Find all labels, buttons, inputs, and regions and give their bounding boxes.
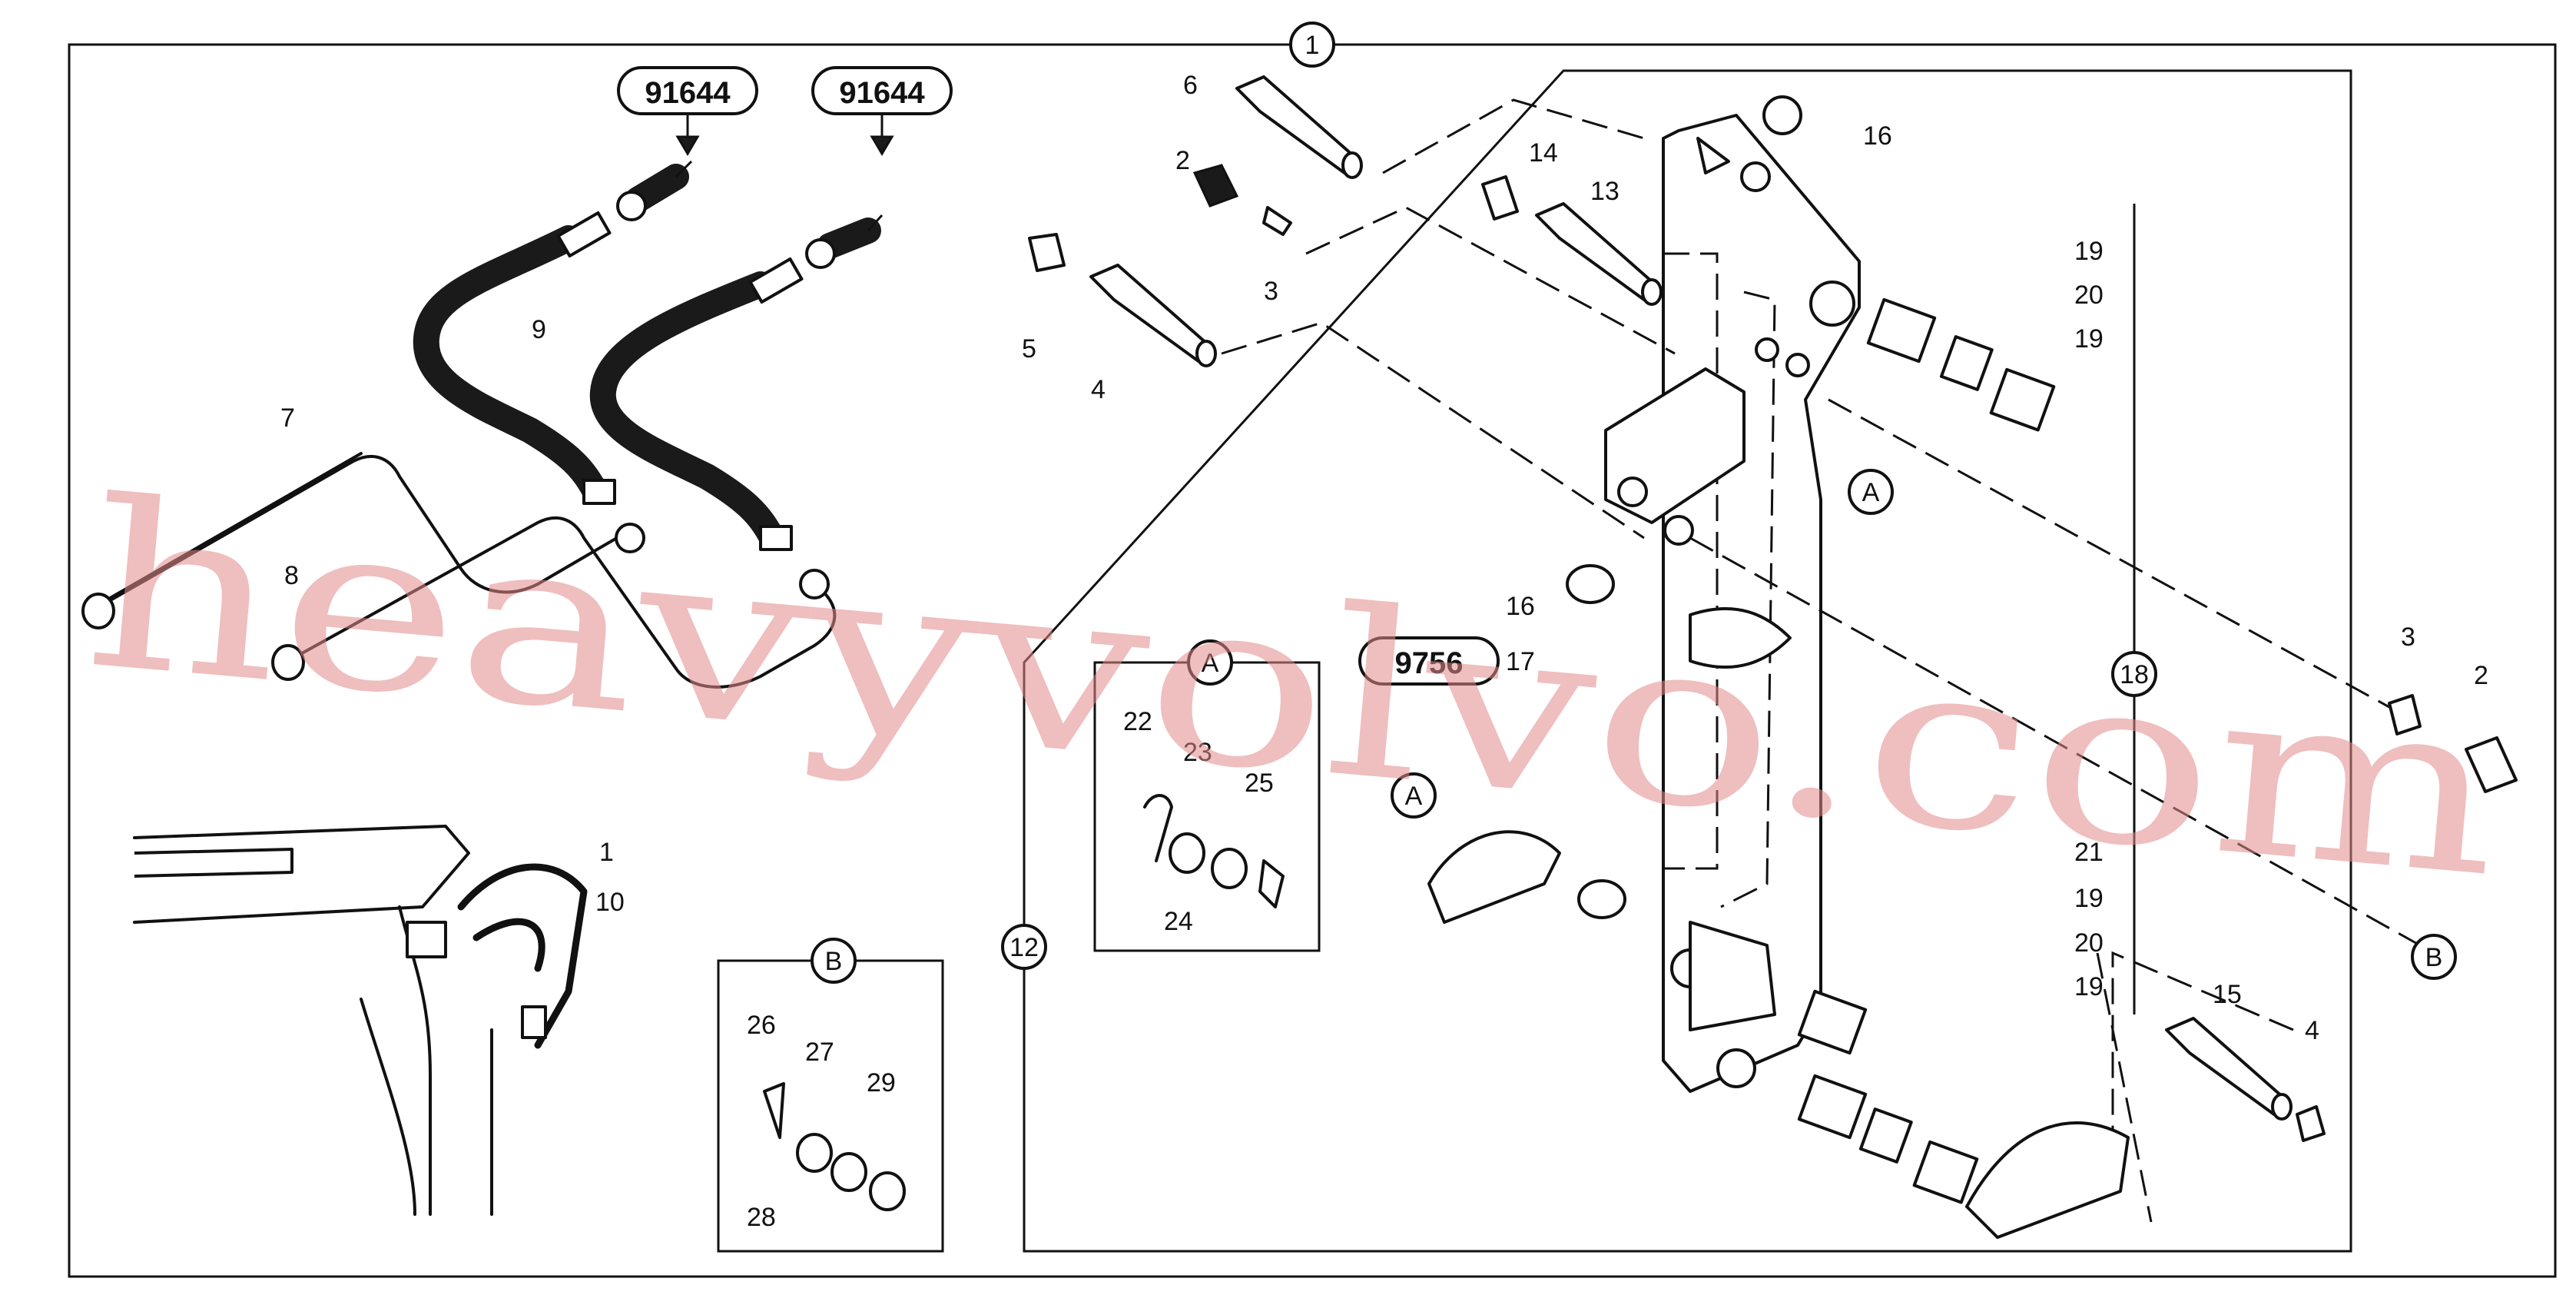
svg-text:6: 6 [1183, 71, 1198, 100]
svg-text:22: 22 [1123, 707, 1152, 736]
svg-text:25: 25 [1245, 769, 1274, 798]
assembly-outline [1023, 69, 2352, 1253]
svg-text:B: B [825, 947, 843, 976]
grease-fittings [1028, 164, 2518, 1142]
pin-4 [1089, 264, 1217, 367]
svg-text:B: B [2425, 943, 2443, 972]
svg-text:18: 18 [2120, 660, 2149, 689]
pin-6 [1235, 75, 1363, 179]
svg-text:A: A [1405, 782, 1423, 811]
links [1427, 830, 2130, 1239]
svg-text:91644: 91644 [645, 76, 731, 110]
svg-text:12: 12 [1010, 933, 1039, 962]
bushings [1566, 95, 2056, 1204]
svg-text:15: 15 [2213, 980, 2242, 1009]
detail-box-b: B [717, 938, 944, 1253]
svg-text:8: 8 [284, 561, 299, 590]
marker-b-main: B [2411, 934, 2457, 980]
svg-text:20: 20 [2074, 928, 2104, 958]
svg-text:27: 27 [805, 1038, 834, 1067]
svg-text:2: 2 [1175, 146, 1190, 175]
svg-text:21: 21 [2074, 838, 2104, 867]
ref-box-91644-left: 91644 [617, 66, 758, 156]
svg-text:19: 19 [2074, 972, 2104, 1001]
svg-text:17: 17 [1506, 647, 1535, 676]
callout-labels: 6 2 3 5 4 14 13 16 16 17 19 20 19 21 19 … [280, 71, 2488, 1232]
svg-text:5: 5 [1022, 334, 1036, 364]
svg-text:9756: 9756 [1395, 646, 1464, 680]
svg-text:19: 19 [2074, 324, 2104, 354]
svg-text:4: 4 [1091, 375, 1106, 404]
detail-box-a: A [1093, 639, 1321, 952]
steel-pipes [81, 452, 837, 689]
svg-text:4: 4 [2305, 1016, 2319, 1045]
svg-text:29: 29 [867, 1068, 896, 1097]
ref-box-9756: 9756 [1358, 636, 1500, 686]
svg-text:23: 23 [1183, 738, 1212, 767]
svg-text:A: A [1862, 478, 1880, 507]
svg-text:19: 19 [2074, 884, 2104, 913]
svg-text:10: 10 [595, 888, 625, 917]
ref-box-91644-right: 91644 [811, 66, 953, 156]
svg-text:20: 20 [2074, 281, 2104, 310]
svg-text:2: 2 [2474, 661, 2488, 690]
callout-12: 12 [1001, 924, 1047, 970]
pin-15 [2165, 1017, 2293, 1121]
pin-13 [1535, 202, 1663, 306]
callout-1: 1 [1289, 22, 1335, 68]
watermark-text: heavyvolvo.com [77, 450, 2511, 928]
svg-text:3: 3 [1264, 277, 1278, 306]
svg-text:91644: 91644 [839, 76, 925, 110]
svg-text:3: 3 [2401, 623, 2415, 652]
dashed-leaders [1221, 98, 2421, 1223]
svg-text:16: 16 [1506, 592, 1535, 621]
svg-text:24: 24 [1164, 907, 1193, 936]
marker-a-link: A [1391, 772, 1437, 819]
hydraulic-hoses [413, 160, 884, 551]
svg-text:1: 1 [599, 838, 614, 867]
svg-text:26: 26 [747, 1011, 776, 1040]
svg-text:19: 19 [2074, 237, 2104, 266]
svg-text:7: 7 [280, 403, 295, 433]
svg-text:16: 16 [1863, 121, 1892, 151]
svg-text:14: 14 [1529, 138, 1558, 168]
svg-text:A: A [1202, 649, 1219, 678]
marker-a-main: A [1848, 469, 1894, 515]
svg-text:1: 1 [1305, 31, 1320, 60]
svg-text:13: 13 [1590, 177, 1620, 206]
boom-arm-17 [1604, 114, 1861, 1093]
boom-overview-sketch [133, 825, 588, 1216]
svg-text:9: 9 [532, 315, 546, 344]
callout-18: 18 [2111, 204, 2157, 1014]
svg-text:28: 28 [747, 1203, 776, 1232]
